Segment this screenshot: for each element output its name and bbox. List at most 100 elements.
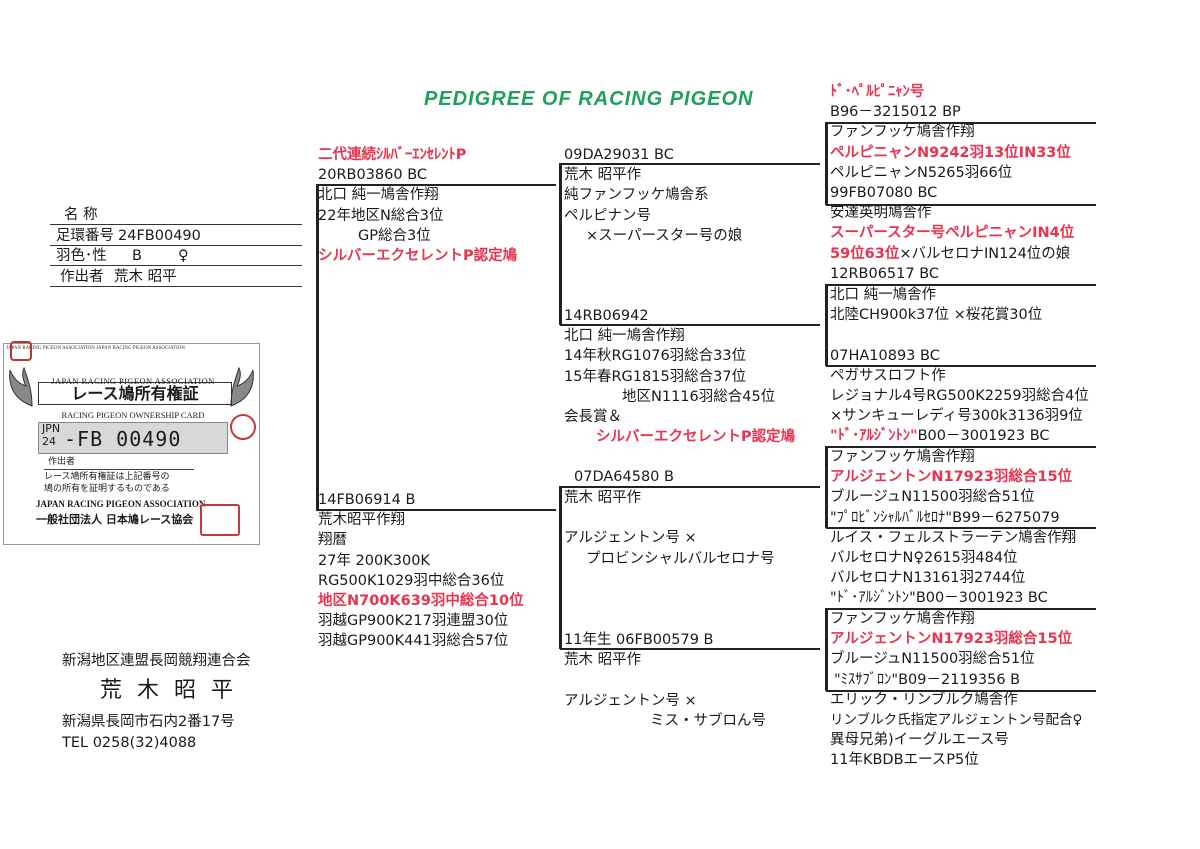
g1-block: ﾄﾞ･ﾍﾟﾙﾋﾟﾆｬﾝ号 B96－3215012 BP ファンフッケ鳩舎作翔 ペ… bbox=[830, 82, 1074, 284]
card-breeder-label: 作出者 bbox=[48, 457, 76, 467]
g1-line-1: ファンフッケ鳩舎作翔 bbox=[830, 124, 975, 141]
g4-red-1: アルジェントンN17923羽総合15位 bbox=[830, 631, 1073, 648]
ring-row: 足環番号 24FB00490 bbox=[50, 224, 302, 246]
g4-line-2: ブルージュN11500羽総合51位 bbox=[830, 651, 1035, 668]
ds-line-1: 荒木 昭平作 bbox=[564, 490, 642, 506]
sd-line-5: 会長賞＆ bbox=[564, 408, 622, 425]
g3-line-1: ファンフッケ鳩舎作翔 bbox=[830, 449, 975, 465]
sire-title: 二代連続ｼﾙﾊﾞｰｴﾝｾﾚﾝﾄP bbox=[318, 147, 467, 163]
gen2-bracket-sire bbox=[559, 163, 562, 325]
sd-line-4: 地区N1116羽総合45位 bbox=[622, 388, 776, 405]
dd-ring: 11年生 06FB00579 B bbox=[564, 632, 714, 648]
card-association: JAPAN RACING PIGEON ASSOCIATION bbox=[51, 376, 215, 386]
name-label: 名 称 bbox=[64, 207, 98, 223]
g2-line-5: レジョナル4号RG500K2259羽総合4位 bbox=[830, 387, 1089, 404]
g3-line-6: バルセロナN13161羽2744位 bbox=[830, 570, 1026, 587]
g4-line-7: 11年KBDBエースP5位 bbox=[830, 752, 979, 769]
g3-line-5: バルセロナN♀2615羽484位 bbox=[830, 549, 1018, 566]
g4-bracket bbox=[825, 608, 828, 691]
ds-line-4: プロビンシャルバルセロナ号 bbox=[586, 550, 775, 567]
g1-line-3: 99FB07080 BC bbox=[830, 184, 938, 201]
color-label: 羽色･性 bbox=[56, 248, 107, 264]
dd-line-3: アルジェントン号 × bbox=[564, 692, 697, 709]
card-org: 一般社団法人 日本鳩レース協会 bbox=[36, 513, 194, 526]
g1-red-1: ペルピニャンN9242羽13位IN33位 bbox=[830, 144, 1071, 161]
g2-line-6: ×サンキューレディ号300k3136羽9位 bbox=[830, 408, 1083, 425]
dam-line-4: RG500K1029羽中総合36位 bbox=[318, 572, 505, 589]
g4-line-5: リンブルク氏指定アルジェントン号配合♀ bbox=[830, 711, 1083, 728]
sd-award: シルバーエクセレントP認定鳩 bbox=[596, 429, 796, 446]
card-subtitle: RACING PIGEON OWNERSHIP CARD bbox=[61, 410, 205, 420]
dd-line-4: ミス・サブロん号 bbox=[650, 712, 766, 729]
dd-block: 11年生 06FB00579 B 荒木 昭平作 アルジェントン号 × ミス・サブ… bbox=[564, 630, 766, 731]
ss-line-2: 純ファンフッケ鳩舎系 bbox=[564, 187, 709, 204]
ss-ring: 09DA29031 BC bbox=[564, 147, 674, 163]
dam-line-6: 羽越GP900K441羽総合57位 bbox=[318, 633, 509, 650]
dam-red: 地区N700K639羽中総合10位 bbox=[318, 592, 524, 609]
sire-line-2: 22年地区N総合3位 bbox=[318, 207, 444, 224]
dam-line-5: 羽越GP900K217羽連盟30位 bbox=[318, 613, 509, 630]
sire-block: 二代連続ｼﾙﾊﾞｰｴﾝｾﾚﾝﾄP 20RB03860 BC 北口 純一鳩舎作翔 … bbox=[318, 145, 517, 266]
card-assoc-foot: JAPAN RACING PIGEON ASSOCIATION bbox=[36, 499, 206, 509]
sire-line-3: GP総合3位 bbox=[358, 227, 431, 244]
color-row: 羽色･性 B ♀ bbox=[50, 245, 302, 266]
wing-left-icon bbox=[9, 366, 33, 407]
g2-line-4: ペガサスロフト作 bbox=[830, 367, 946, 384]
ring-value: 24FB00490 bbox=[118, 228, 201, 244]
g3-line-2: ブルージュN11500羽総合51位 bbox=[830, 489, 1035, 506]
sire-ring: 20RB03860 BC bbox=[318, 167, 428, 184]
g3-line-4: ルイス・フェルストラーテン鳩舎作翔 bbox=[830, 529, 1077, 546]
g1-bracket-a bbox=[825, 122, 828, 205]
g3-red-1: アルジェントンN17923羽総合15位 bbox=[830, 469, 1073, 486]
sd-ring: 14RB06942 bbox=[564, 308, 649, 324]
ds-line-2 bbox=[564, 508, 775, 528]
owner-address: 新潟県長岡市石内2番17号 bbox=[62, 714, 235, 730]
wing-right-icon bbox=[230, 366, 254, 407]
ss-line-4: ×スーパースター号の娘 bbox=[586, 227, 743, 244]
ds-ring: 07DA64580 B bbox=[574, 469, 674, 485]
gen1-bracket bbox=[316, 184, 319, 510]
ss-line-1: 荒木 昭平作 bbox=[564, 167, 642, 184]
owner-club: 新潟地区連盟長岡競翔連合会 bbox=[62, 653, 251, 669]
g1-line-mixed: 59位63位×バルセロナIN124位の娘 bbox=[830, 245, 1071, 262]
card-note-2: 鳩の所有を証明するものである bbox=[44, 484, 170, 494]
breeder-value: 荒木 昭平 bbox=[114, 269, 177, 285]
sex-value: ♀ bbox=[178, 248, 189, 264]
ring-label: 足環番号 bbox=[56, 228, 114, 244]
dam-line-1: 荒木昭平作翔 bbox=[318, 512, 405, 529]
owner-name: 荒 木 昭 平 bbox=[100, 678, 237, 703]
card-edge-text: JAPAN RACING PIGEON ASSOCIATION JAPAN RA… bbox=[6, 346, 185, 351]
sire-award: シルバーエクセレントP認定鳩 bbox=[318, 247, 518, 264]
g2-block: 北口 純一鳩舎作 北陸CH900k37位 ×桜花賞30位 07HA10893 B… bbox=[830, 285, 1089, 447]
g2-blank bbox=[830, 325, 1089, 345]
ds-block: 荒木 昭平作 アルジェントン号 × プロビンシャルバルセロナ号 bbox=[564, 488, 775, 569]
sd-line-3: 15年春RG1815羽総合37位 bbox=[564, 368, 747, 385]
ss-line-3: ペルピナン号 bbox=[564, 207, 651, 224]
g3-line-3: "ﾌﾟﾛﾋﾞﾝｼｬﾙﾊﾞﾙｾﾛﾅ"B99－6275079 bbox=[830, 509, 1060, 526]
g1-line-2: ペルピニャンN5265羽66位 bbox=[830, 164, 1013, 181]
g4-line-4: エリック・リンブルク鳩舎作 bbox=[830, 691, 1018, 708]
g4-block: ファンフッケ鳩舎作翔 アルジェントンN17923羽総合15位 ブルージュN115… bbox=[830, 609, 1082, 771]
ds-line-3: アルジェントン号 × bbox=[564, 530, 697, 547]
seal-icon bbox=[230, 414, 256, 440]
dam-line-3: 27年 200K300K bbox=[318, 552, 430, 569]
g1-ring: B96－3215012 BP bbox=[830, 104, 961, 121]
sd-block: 14RB06942 北口 純一鳩舎作翔 14年秋RG1076羽総合33位 15年… bbox=[564, 306, 795, 447]
g2-bracket bbox=[825, 284, 828, 366]
sd-line-2: 14年秋RG1076羽総合33位 bbox=[564, 348, 747, 365]
dd-line-1: 荒木 昭平作 bbox=[564, 652, 642, 669]
g3-block: ファンフッケ鳩舎作翔 アルジェントンN17923羽総合15位 ブルージュN115… bbox=[830, 447, 1076, 609]
g2-line-2: 北陸CH900k37位 ×桜花賞30位 bbox=[830, 307, 1043, 324]
breeder-label: 作出者 bbox=[60, 269, 104, 285]
card-note-1: レース鳩所有権証は上記番号の bbox=[44, 472, 170, 482]
sd-line-1: 北口 純一鳩舎作翔 bbox=[564, 328, 685, 345]
card-ring-number: -FB 00490 bbox=[64, 427, 182, 451]
breeder-row: 作出者 荒木 昭平 bbox=[50, 266, 302, 287]
name-row: 名 称 bbox=[50, 204, 302, 224]
dd-line-2 bbox=[564, 670, 766, 690]
g1-line-4: 安達英明鳩舎作 bbox=[830, 205, 932, 222]
g1-line-5: 12RB06517 BC bbox=[830, 265, 940, 282]
g2-line-mixed: "ﾄﾞ･ｱﾙｼﾞﾝﾄﾝ"B00－3001923 BC bbox=[830, 428, 1050, 445]
g3-bracket bbox=[825, 446, 828, 528]
stamp-icon bbox=[200, 504, 240, 536]
